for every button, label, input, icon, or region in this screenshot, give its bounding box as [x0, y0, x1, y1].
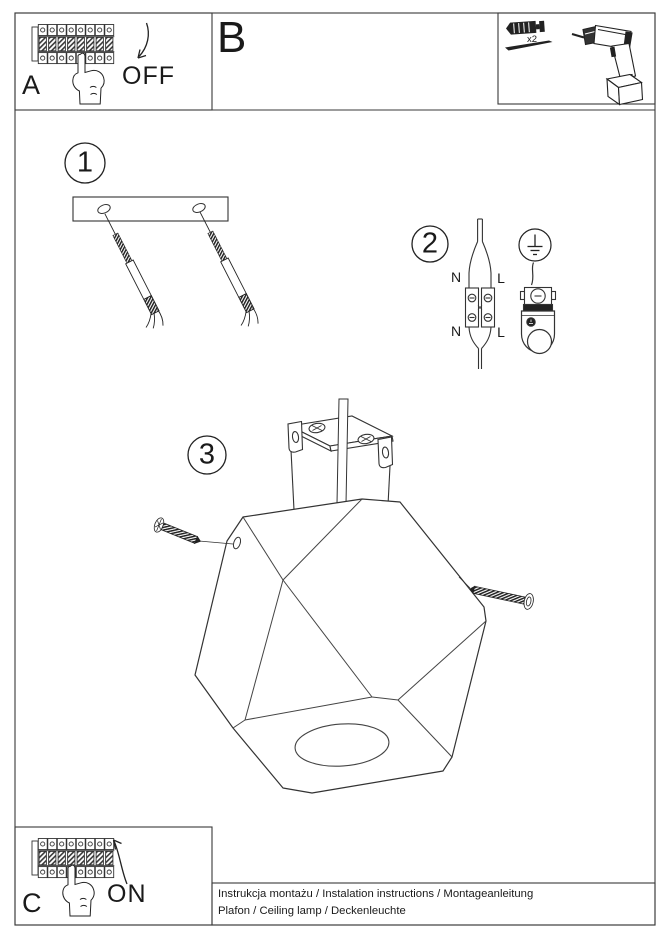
plate-hole-left	[97, 204, 111, 214]
wire-label-n-top: N	[450, 269, 462, 285]
page-borders	[14, 12, 656, 926]
bracket-screw-right	[357, 433, 375, 445]
step3-circle	[187, 435, 227, 475]
wire-label-l-bottom: L	[497, 324, 505, 340]
mounting-screw-left	[153, 517, 234, 545]
wall-anchor-icon-left	[91, 211, 167, 334]
breaker-panel-off	[32, 25, 114, 64]
on-label: ON	[107, 880, 147, 908]
footer-box	[211, 882, 656, 926]
anchor-quantity: x2	[527, 34, 538, 45]
wall-anchor-icon-right	[186, 209, 262, 332]
wall-plug-icon	[505, 20, 545, 35]
output-wire	[468, 326, 492, 369]
bracket-leg-left	[290, 449, 295, 511]
wire-label-l-top: L	[497, 270, 505, 286]
step2-circle	[411, 225, 449, 263]
drill-icon	[571, 24, 644, 106]
step1-number: 1	[76, 146, 94, 179]
lamp-screw-hole	[232, 536, 242, 550]
off-label: OFF	[122, 62, 175, 90]
plate-hole-right	[192, 203, 206, 213]
section-a-box	[14, 12, 213, 111]
screw-icon	[505, 40, 553, 51]
on-arrow-icon	[112, 839, 128, 885]
off-arrow-icon	[137, 22, 149, 59]
terminal-block	[464, 287, 496, 328]
section-b-label: B	[217, 13, 247, 62]
lamp-facet-edges	[232, 498, 487, 758]
mounting-screw-right	[458, 576, 534, 610]
footer-product-line: Plafon / Ceiling lamp / Deckenleuchte	[218, 905, 406, 917]
step3-number: 3	[198, 438, 216, 471]
step2-number: 2	[421, 227, 439, 260]
tools-box	[497, 12, 656, 105]
lamp-body	[194, 498, 487, 794]
section-c-label: C	[22, 888, 42, 918]
bracket-leg-right	[387, 465, 391, 506]
bracket-screw-left	[308, 422, 326, 434]
power-cable	[336, 398, 349, 505]
section-c-box	[14, 826, 213, 926]
lamp-socket	[519, 286, 557, 355]
ground-symbol-icon	[518, 228, 552, 262]
footer-title-line: Instrukcja montażu / Instalation instruc…	[218, 888, 534, 900]
lamp-opening	[294, 723, 390, 767]
ground-wire	[530, 262, 535, 286]
step1-circle	[64, 142, 106, 184]
section-a-label: A	[22, 70, 41, 100]
wire-label-n-bottom: N	[450, 323, 462, 339]
supply-wire	[468, 218, 492, 288]
